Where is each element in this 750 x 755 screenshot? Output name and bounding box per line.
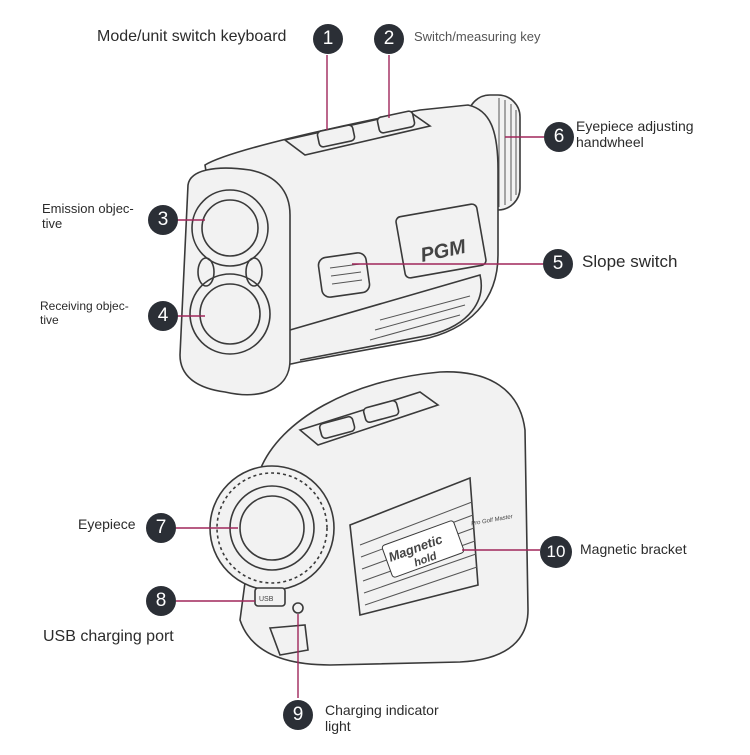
callout-badge-9: 9: [283, 700, 313, 730]
callout-badge-4: 4: [148, 301, 178, 331]
callout-badge-1: 1: [313, 24, 343, 54]
label-charging-light: Charging indicator light: [325, 702, 439, 735]
callout-badge-10: 10: [540, 536, 572, 568]
rear-mode-button: [318, 415, 356, 440]
label-eyepiece-wheel: Eyepiece adjusting handwheel: [576, 118, 694, 151]
leader-lines: [176, 55, 544, 698]
label-receiving-objective: Receiving objec- tive: [40, 299, 129, 327]
label-magnetic-bracket: Magnetic bracket: [580, 541, 687, 557]
receiving-lens: [189, 273, 271, 355]
slope-switch: [317, 252, 371, 298]
usb-text: USB: [259, 596, 274, 603]
brand-badge: [395, 203, 487, 279]
label-switch-measuring: Switch/measuring key: [414, 29, 541, 44]
top-device: PGM: [179, 94, 521, 396]
label-usb-port: USB charging port: [43, 628, 174, 645]
label-slope-switch: Slope switch: [582, 252, 678, 271]
callout-badge-2: 2: [374, 24, 404, 54]
eyepiece-lens: [229, 485, 315, 571]
mode-button: [316, 124, 356, 148]
callout-badge-6: 6: [544, 122, 574, 152]
callout-badge-7: 7: [146, 513, 176, 543]
label-eyepiece: Eyepiece: [78, 516, 136, 532]
bottom-device: Magnetic hold Pro Golf Master USB: [209, 371, 529, 666]
measure-button: [376, 110, 416, 134]
callout-badge-8: 8: [146, 586, 176, 616]
emission-lens: [191, 189, 269, 267]
charging-light: [292, 602, 304, 614]
usb-port: [254, 587, 286, 607]
rear-measure-button: [362, 399, 400, 424]
label-emission-objective: Emission objec- tive: [42, 201, 134, 231]
label-mode-unit-switch: Mode/unit switch keyboard: [97, 28, 287, 45]
callout-badge-3: 3: [148, 205, 178, 235]
callout-badge-5: 5: [543, 249, 573, 279]
